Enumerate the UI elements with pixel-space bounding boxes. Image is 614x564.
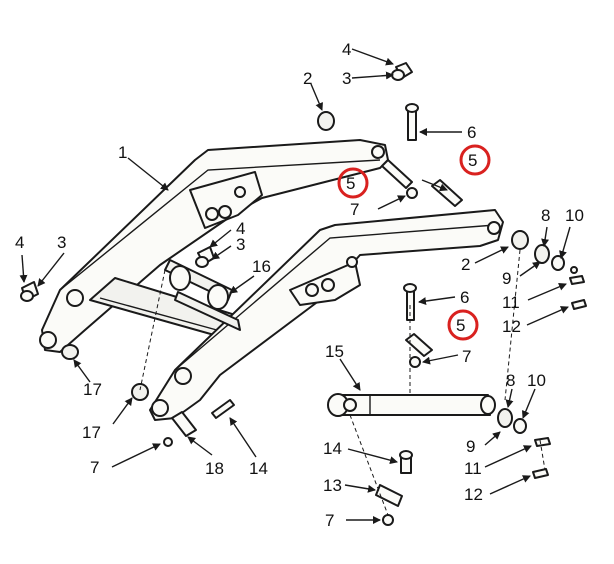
callout-4: 4 (342, 40, 351, 59)
callout-3: 3 (236, 235, 245, 254)
callout-labels: 1 2 2 4 3 6 7 4 3 16 4 3 17 17 7 18 14 8… (15, 40, 584, 530)
callout-4: 4 (236, 219, 245, 238)
callout-5: 5 (456, 316, 465, 335)
alignment-lines (139, 249, 546, 516)
callout-6: 6 (460, 288, 469, 307)
callout-14: 14 (323, 439, 342, 458)
highlight-circle (447, 309, 479, 341)
pivot-pin-assembly (164, 259, 241, 331)
callout-15: 15 (325, 342, 344, 361)
callout-4: 4 (15, 233, 24, 252)
callout-6: 6 (467, 123, 476, 142)
callout-9: 9 (502, 269, 511, 288)
callout-8: 8 (506, 371, 515, 390)
callout-16: 16 (252, 257, 271, 276)
callout-17: 17 (83, 380, 102, 399)
callout-9: 9 (466, 437, 475, 456)
callout-3: 3 (342, 69, 351, 88)
callout-2: 2 (461, 255, 470, 274)
leader-lines (19, 48, 571, 524)
callout-10: 10 (565, 206, 584, 225)
highlight-circle (459, 144, 491, 176)
callout-7: 7 (462, 347, 471, 366)
callout-17: 17 (82, 423, 101, 442)
callout-11: 11 (502, 293, 520, 312)
callout-10: 10 (527, 371, 546, 390)
callout-5: 5 (468, 151, 477, 170)
loader-frame (39, 139, 504, 421)
callout-8: 8 (541, 206, 550, 225)
callout-14: 14 (249, 459, 268, 478)
callout-13: 13 (323, 476, 342, 495)
callout-12: 12 (502, 317, 521, 336)
callout-3: 3 (57, 233, 66, 252)
callout-7: 7 (325, 511, 334, 530)
callout-7: 7 (350, 200, 359, 219)
callout-7: 7 (90, 458, 99, 477)
callout-11: 11 (464, 459, 482, 478)
callout-12: 12 (464, 485, 483, 504)
callout-2: 2 (303, 69, 312, 88)
callout-18: 18 (205, 459, 224, 478)
callout-1: 1 (118, 143, 127, 162)
highlight-circle (337, 167, 369, 199)
callout-5: 5 (346, 174, 355, 193)
hydraulic-cylinder (327, 393, 496, 417)
small-parts (20, 62, 587, 526)
